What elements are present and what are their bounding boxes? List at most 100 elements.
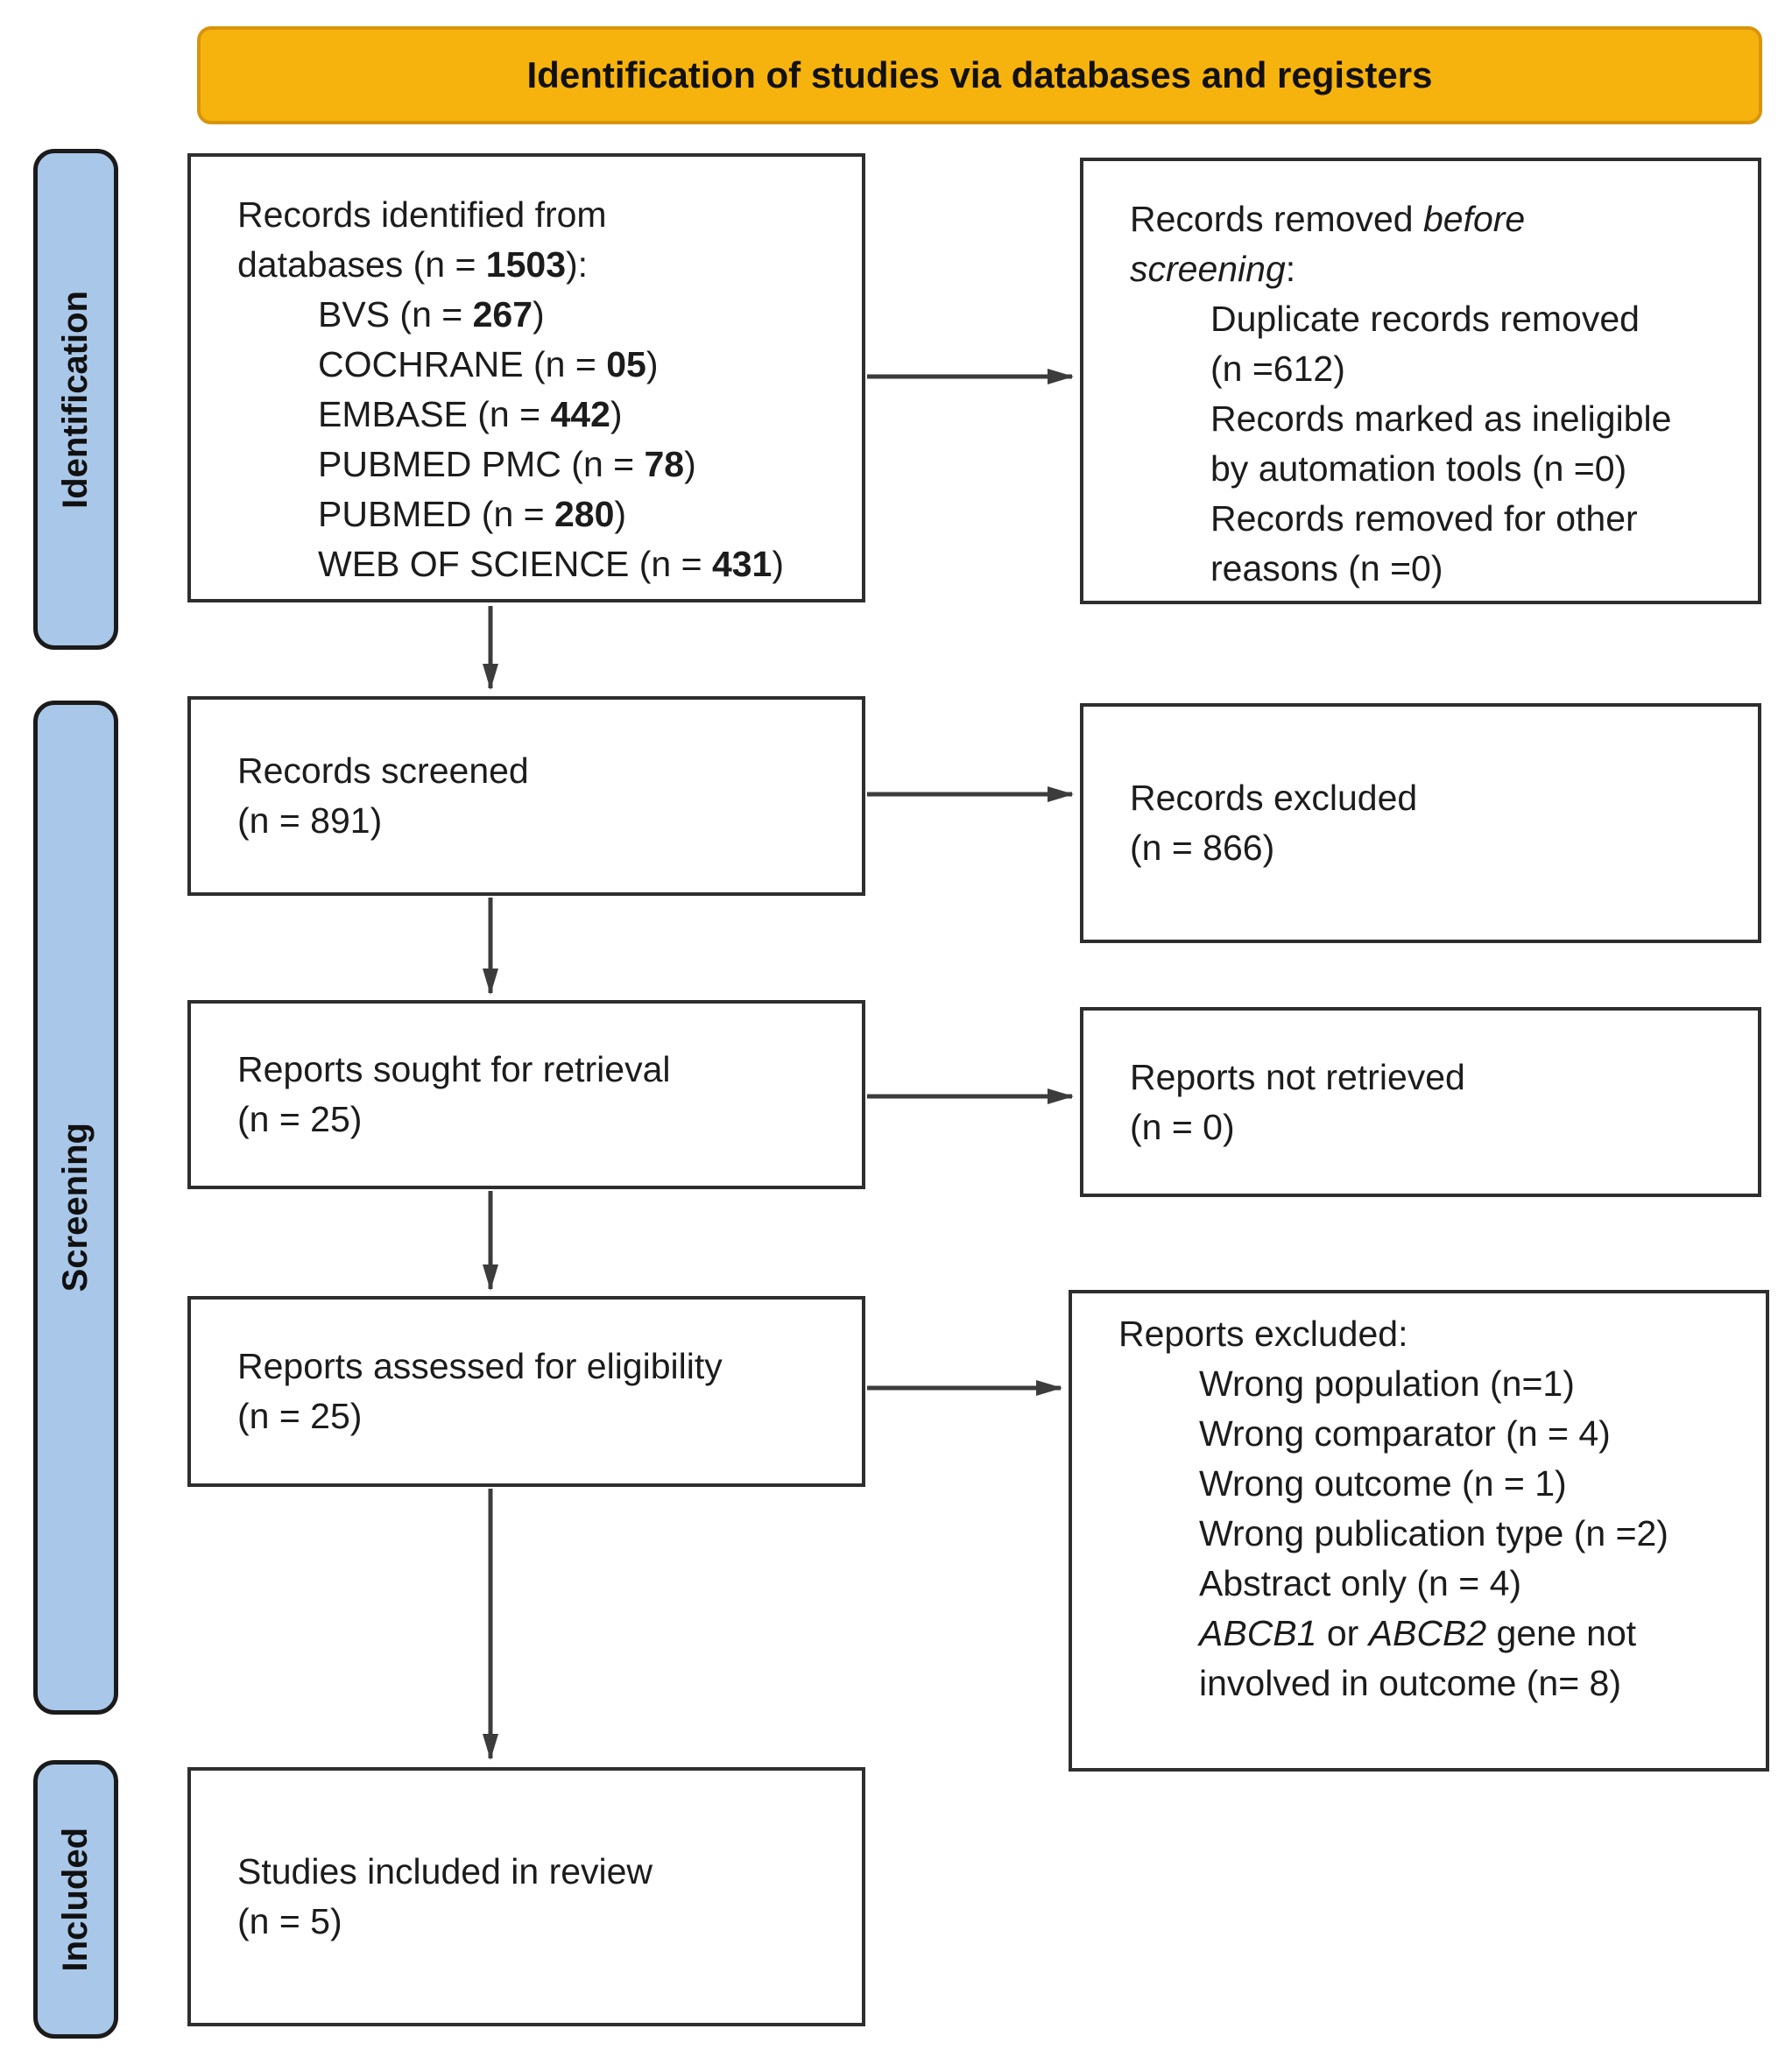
text-line: Records excluded	[1130, 773, 1758, 823]
text-line: Records removed for other	[1130, 494, 1740, 544]
text-line: Reports assessed for eligibility	[237, 1342, 862, 1391]
text-segment: Reports assessed for eligibility	[237, 1346, 723, 1386]
text-segment: )	[614, 494, 627, 534]
text-segment: Records removed	[1130, 199, 1423, 239]
text-line: BVS (n = 267)	[237, 290, 844, 340]
text-line: Records identified from	[237, 190, 844, 240]
text-segment: :	[1285, 249, 1296, 289]
text-segment: 1503	[485, 244, 566, 285]
text-segment: Studies included in review	[237, 1851, 653, 1891]
stage-label-included: Included	[33, 1760, 118, 2039]
text-segment: involved in outcome (n= 8)	[1199, 1663, 1622, 1703]
text-segment: (n = 5)	[237, 1901, 342, 1941]
box-reports-excluded: Reports excluded: Wrong population (n=1) W…	[1069, 1290, 1769, 1772]
stage-screening-text: Screening	[56, 1123, 95, 1293]
text-segment: )	[772, 544, 785, 584]
text-line: Reports not retrieved	[1130, 1053, 1758, 1102]
text-segment: Wrong comparator (n = 4)	[1199, 1413, 1611, 1454]
text-segment: )	[684, 444, 696, 484]
text-segment: (n = 866)	[1130, 828, 1275, 868]
text-line: (n =612)	[1130, 344, 1740, 394]
text-segment: databases (n =	[237, 244, 486, 285]
box-studies-included-in-review: Studies included in review (n = 5)	[187, 1767, 865, 2026]
text-segment: (n = 25)	[237, 1099, 363, 1139]
text-line: (n = 866)	[1130, 823, 1758, 873]
box-records-excluded: Records excluded (n = 866)	[1080, 703, 1761, 943]
banner: Identification of studies via databases …	[197, 26, 1762, 124]
box-records-identified: Records identified from databases (n = 15…	[187, 153, 865, 602]
text-segment: or	[1316, 1613, 1369, 1653]
text-line: (n = 0)	[1130, 1102, 1758, 1152]
text-segment: Wrong publication type (n =2)	[1199, 1513, 1669, 1553]
text-segment: WEB OF SCIENCE (n =	[318, 544, 712, 584]
text-line: (n = 25)	[237, 1095, 862, 1145]
text-line: Duplicate records removed	[1130, 294, 1740, 344]
text-segment: 280	[554, 494, 615, 534]
text-segment: 78	[644, 444, 685, 484]
text-line: WEB OF SCIENCE (n = 431)	[237, 539, 844, 589]
text-line: Wrong publication type (n =2)	[1118, 1509, 1748, 1559]
text-segment: 05	[606, 344, 646, 384]
text-segment: ):	[566, 244, 589, 285]
text-segment: by automation tools (n =0)	[1210, 448, 1627, 489]
text-segment: Wrong outcome (n = 1)	[1199, 1463, 1567, 1504]
text-line: Abstract only (n = 4)	[1118, 1559, 1748, 1609]
text-segment: ABCB2	[1368, 1613, 1487, 1653]
text-segment: Records excluded	[1130, 778, 1418, 818]
text-segment: reasons (n =0)	[1210, 548, 1443, 588]
text-line: Reports sought for retrieval	[237, 1045, 862, 1095]
box-records-screened: Records screened (n = 891)	[187, 696, 865, 896]
text-line: Wrong comparator (n = 4)	[1118, 1409, 1748, 1459]
text-segment: PUBMED PMC (n =	[318, 444, 645, 484]
text-line: PUBMED PMC (n = 78)	[237, 440, 844, 490]
stage-identification-text: Identification	[56, 290, 95, 509]
text-segment: before	[1422, 199, 1526, 239]
text-line: (n = 25)	[237, 1391, 862, 1441]
text-line: by automation tools (n =0)	[1130, 444, 1740, 494]
text-line: (n = 5)	[237, 1897, 862, 1947]
text-segment: Records screened	[237, 750, 529, 791]
text-segment: (n = 25)	[237, 1396, 363, 1436]
text-line: ABCB1 or ABCB2 gene not	[1118, 1609, 1748, 1659]
text-segment: (n = 0)	[1130, 1106, 1235, 1147]
text-segment: Abstract only (n = 4)	[1199, 1563, 1522, 1603]
text-segment: )	[610, 394, 623, 434]
text-segment: 267	[472, 294, 533, 335]
text-line: databases (n = 1503):	[237, 240, 844, 290]
text-segment: Records identified from	[237, 194, 607, 235]
text-segment: screening	[1130, 249, 1286, 289]
text-line: Wrong outcome (n = 1)	[1118, 1459, 1748, 1509]
text-segment: gene not	[1486, 1613, 1637, 1653]
text-line: PUBMED (n = 280)	[237, 490, 844, 539]
text-line: COCHRANE (n = 05)	[237, 340, 844, 390]
text-line: Records screened	[237, 746, 862, 796]
text-segment: PUBMED (n =	[318, 494, 554, 534]
text-segment: (n = 891)	[237, 800, 383, 841]
text-segment: 431	[711, 544, 773, 584]
text-segment: Reports not retrieved	[1130, 1056, 1465, 1097]
text-line: Reports excluded:	[1118, 1309, 1748, 1359]
text-line: Studies included in review	[237, 1847, 862, 1897]
text-segment: 442	[550, 394, 610, 434]
text-segment: Duplicate records removed	[1210, 299, 1640, 339]
banner-title: Identification of studies via databases …	[526, 54, 1433, 95]
text-line: reasons (n =0)	[1130, 544, 1740, 594]
box-reports-assessed-for-eligibility: Reports assessed for eligibility (n = 25)	[187, 1296, 865, 1487]
text-segment: Records removed for other	[1210, 498, 1638, 539]
text-line: involved in outcome (n= 8)	[1118, 1659, 1748, 1708]
text-segment: Wrong population (n=1)	[1199, 1363, 1575, 1404]
text-segment: COCHRANE (n =	[318, 344, 607, 384]
box-reports-sought-for-retrieval: Reports sought for retrieval (n = 25)	[187, 1000, 865, 1189]
text-segment: )	[533, 294, 545, 335]
text-segment: Reports excluded:	[1118, 1314, 1408, 1354]
text-segment: BVS (n =	[318, 294, 473, 335]
text-line: Records removed before	[1130, 194, 1740, 244]
stage-included-text: Included	[56, 1827, 95, 1972]
text-line: screening:	[1130, 244, 1740, 294]
text-segment: (n =612)	[1210, 349, 1345, 389]
text-line: (n = 891)	[237, 796, 862, 846]
text-line: EMBASE (n = 442)	[237, 390, 844, 440]
text-segment: Reports sought for retrieval	[237, 1049, 671, 1089]
